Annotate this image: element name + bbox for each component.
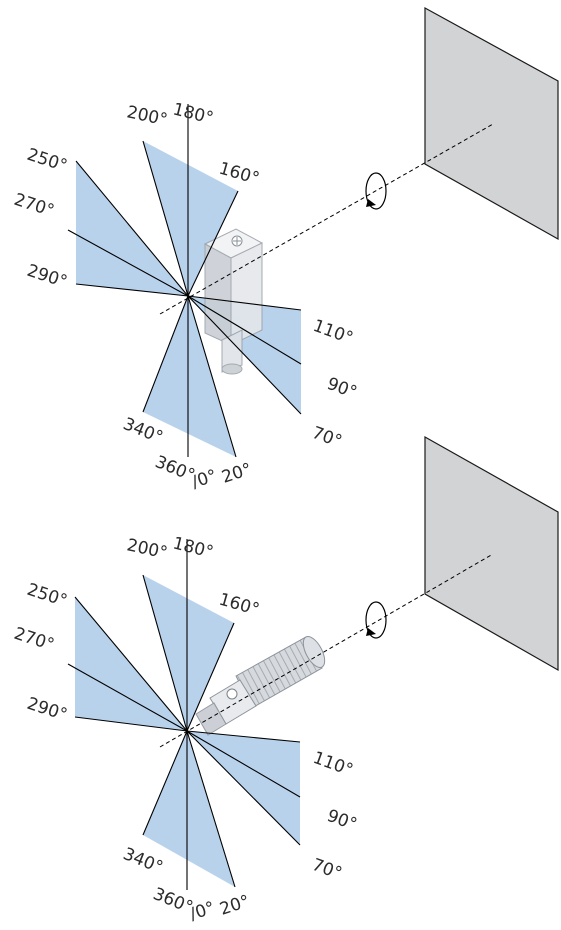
- label-110: 110°: [310, 748, 355, 781]
- label-90: 90°: [324, 806, 359, 835]
- label-250: 250°: [24, 145, 69, 177]
- label-270: 270°: [11, 190, 56, 222]
- label-290: 290°: [24, 694, 69, 726]
- label-20: 20°: [217, 891, 252, 919]
- label-110: 110°: [310, 316, 355, 349]
- rotation-arrow-icon: [365, 601, 387, 639]
- cube-sensor: [203, 228, 264, 375]
- sector-340-20: [143, 731, 235, 887]
- bottom-diagram: 200° 180° 160° 250° 270° 290° 110° 90° 7…: [11, 435, 559, 925]
- label-70: 70°: [309, 855, 344, 884]
- label-180: 180°: [171, 99, 216, 128]
- reflector-panel: [424, 435, 559, 672]
- label-160: 160°: [217, 590, 262, 621]
- sector-160-200: [143, 141, 238, 296]
- label-290: 290°: [24, 261, 69, 293]
- angle-rays: [67, 104, 302, 458]
- angle-rays: [67, 539, 301, 890]
- label-250: 250°: [24, 580, 69, 612]
- reflector-panel: [424, 6, 559, 241]
- optical-axis: [159, 123, 494, 315]
- optical-axis: [159, 553, 494, 748]
- label-270: 270°: [11, 624, 56, 656]
- label-90: 90°: [324, 374, 359, 403]
- label-340: 340°: [120, 844, 165, 878]
- sector-160-200: [143, 575, 234, 731]
- label-200: 200°: [125, 535, 169, 563]
- top-diagram: 200° 180° 160° 250° 270° 290° 110° 90° 7…: [11, 6, 559, 493]
- sector-340-20: [143, 296, 236, 457]
- label-180: 180°: [171, 533, 216, 562]
- rotation-arrow-icon: [365, 172, 387, 210]
- label-70: 70°: [309, 423, 344, 452]
- label-20: 20°: [219, 459, 254, 487]
- label-200: 200°: [125, 102, 169, 130]
